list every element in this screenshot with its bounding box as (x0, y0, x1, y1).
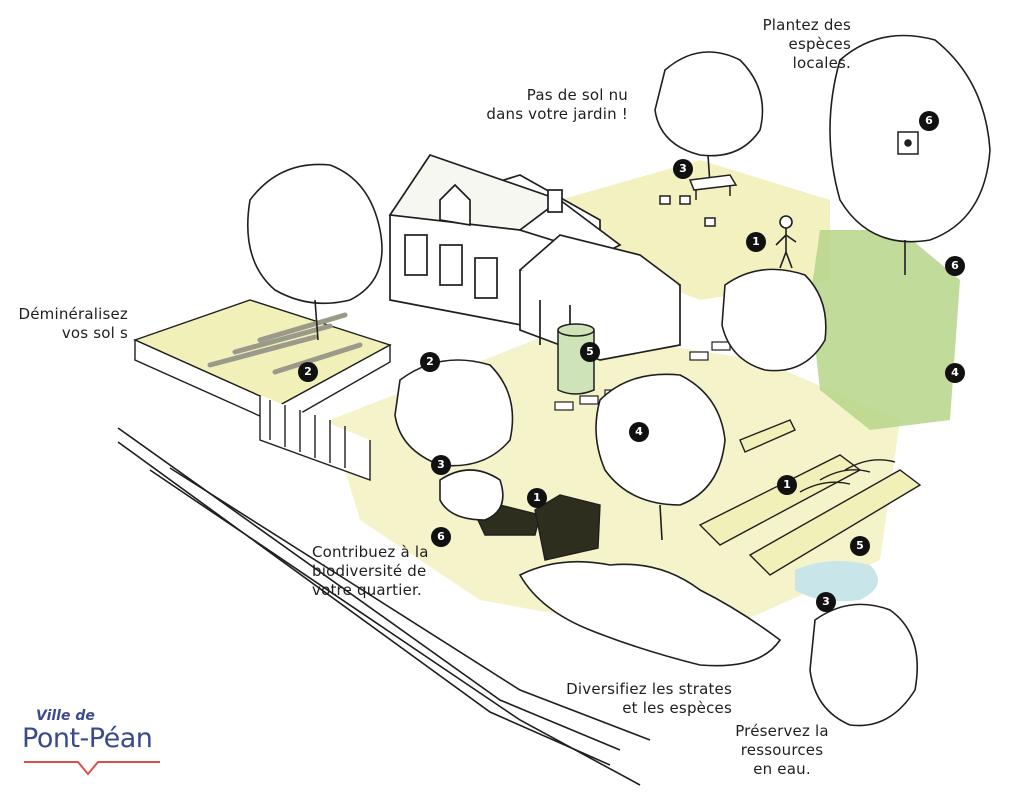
marker-2-courtyard[interactable]: 2 (298, 362, 318, 382)
marker-2-path[interactable]: 2 (420, 352, 440, 372)
gardener (775, 215, 797, 269)
marker-6-fence-gap[interactable]: 6 (431, 527, 451, 547)
pond (795, 561, 878, 602)
shrub-front (809, 603, 918, 727)
tree-back (654, 51, 764, 157)
marker-3-back-lawn[interactable]: 3 (673, 159, 693, 179)
marker-5-pond[interactable]: 5 (850, 536, 870, 556)
garden-table (659, 174, 738, 227)
street (117, 427, 651, 786)
logo-city-name: Pont-Péan (22, 723, 153, 754)
shrub-left (394, 359, 514, 467)
nest-box (897, 131, 919, 155)
marker-3-shrubs[interactable]: 3 (431, 455, 451, 475)
marker-4-hedge[interactable]: 4 (945, 363, 965, 383)
tree-center (595, 373, 726, 506)
note-biodiversity: Contribuez à la biodiversité de votre qu… (312, 543, 429, 599)
note-diversify-strata: Diversifiez les strates et les espèces (566, 680, 732, 717)
marker-1-gardener[interactable]: 1 (746, 232, 766, 252)
marker-3-pond-plants[interactable]: 3 (816, 592, 836, 612)
wildflower-meadow (810, 230, 960, 430)
shrub-bed (439, 469, 504, 521)
logo-underline (24, 761, 160, 776)
marker-5-rainwater-tank[interactable]: 5 (580, 342, 600, 362)
trees (247, 34, 991, 727)
marker-1-vegetable-beds[interactable]: 1 (777, 475, 797, 495)
house (388, 153, 681, 361)
paved-courtyard (133, 299, 392, 481)
tree-mid-right (721, 268, 827, 372)
note-demineralize-soils: Déminéralisez vos sol s (18, 305, 128, 342)
hedge-front (518, 560, 782, 667)
ville-de-pont-pean-logo: Ville de Pont-Péan (22, 708, 162, 776)
logo-city-prefix: Ville de (36, 708, 95, 724)
note-plant-local-species: Plantez des espèces locales. (762, 16, 851, 72)
marker-6-shelter[interactable]: 6 (945, 256, 965, 276)
note-no-bare-soil: Pas de sol nu dans votre jardin ! (486, 86, 628, 123)
note-preserve-water: Préservez la ressources en eau. (735, 722, 829, 778)
marker-4-center-tree[interactable]: 4 (629, 422, 649, 442)
tree-left (247, 163, 383, 305)
marker-1-compost[interactable]: 1 (527, 488, 547, 508)
marker-6-nest-box[interactable]: 6 (919, 111, 939, 131)
